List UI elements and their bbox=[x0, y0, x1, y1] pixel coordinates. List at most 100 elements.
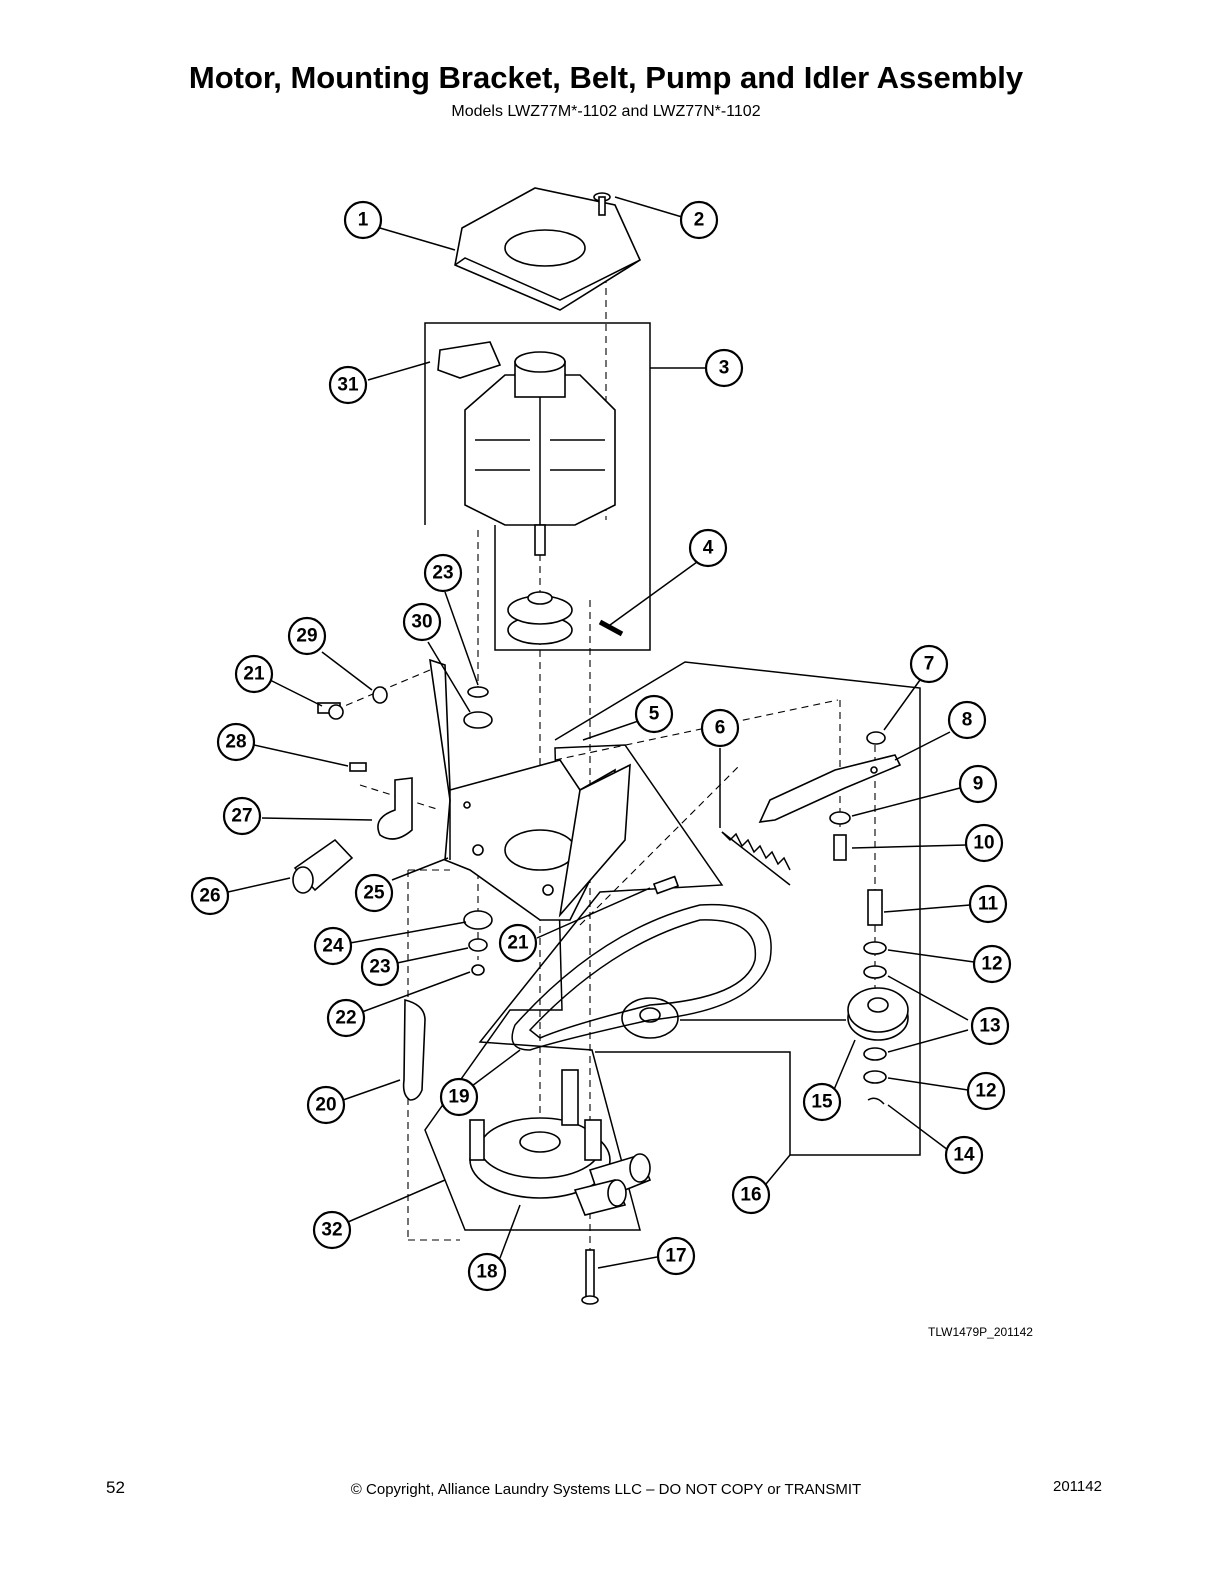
pump-assembly-bracket bbox=[424, 744, 724, 1231]
callout-14: 14 bbox=[944, 1135, 984, 1175]
callout-11: 11 bbox=[968, 884, 1008, 924]
idler-washer bbox=[829, 811, 851, 825]
left-bolt-and-washer bbox=[317, 686, 388, 720]
callout-32: 32 bbox=[312, 1210, 352, 1250]
motor bbox=[464, 351, 616, 556]
idler-nut bbox=[866, 731, 886, 745]
callout-4: 4 bbox=[688, 528, 728, 568]
idler-bolt bbox=[833, 834, 847, 861]
svg-text:9: 9 bbox=[973, 774, 984, 795]
callout-5: 5 bbox=[634, 694, 674, 734]
motor-connector bbox=[437, 341, 502, 379]
callout-23: 23 bbox=[423, 553, 463, 593]
callout-24: 24 bbox=[313, 926, 353, 966]
svg-text:21: 21 bbox=[507, 933, 529, 954]
idler-pulley bbox=[847, 987, 909, 1041]
pump-screw bbox=[581, 1249, 599, 1305]
svg-text:15: 15 bbox=[811, 1092, 833, 1113]
svg-text:17: 17 bbox=[665, 1246, 686, 1267]
shield-clip bbox=[402, 998, 426, 1101]
motor-assembly-bracket bbox=[494, 368, 651, 651]
svg-text:31: 31 bbox=[337, 375, 359, 396]
callout-12-lower: 12 bbox=[966, 1071, 1006, 1111]
svg-text:5: 5 bbox=[649, 704, 660, 725]
callout-18: 18 bbox=[467, 1252, 507, 1292]
svg-text:12: 12 bbox=[975, 1081, 996, 1102]
callout-3: 3 bbox=[704, 348, 744, 388]
upper-grommet-stack bbox=[463, 686, 493, 729]
svg-text:19: 19 bbox=[448, 1087, 469, 1108]
callout-29: 29 bbox=[287, 616, 327, 656]
page-number: 52 bbox=[106, 1478, 125, 1497]
svg-text:11: 11 bbox=[978, 894, 999, 915]
idler-assembly-bracket bbox=[554, 661, 921, 1156]
svg-text:22: 22 bbox=[335, 1008, 356, 1029]
callout-30: 30 bbox=[402, 602, 442, 642]
svg-text:1: 1 bbox=[358, 210, 369, 231]
svg-text:23: 23 bbox=[369, 957, 390, 978]
svg-text:2: 2 bbox=[694, 210, 705, 231]
callout-27: 27 bbox=[222, 796, 262, 836]
svg-text:16: 16 bbox=[740, 1185, 761, 1206]
callout-8: 8 bbox=[947, 700, 987, 740]
callout-19: 19 bbox=[439, 1077, 479, 1117]
group-brackets bbox=[424, 322, 921, 1231]
callout-10: 10 bbox=[964, 823, 1004, 863]
svg-text:20: 20 bbox=[315, 1095, 336, 1116]
svg-text:27: 27 bbox=[231, 806, 252, 827]
mounting-bracket bbox=[429, 658, 631, 921]
motor-pulley bbox=[507, 591, 573, 645]
callout-13: 13 bbox=[970, 1006, 1010, 1046]
screw bbox=[593, 192, 611, 216]
svg-text:7: 7 bbox=[924, 654, 935, 675]
callout-23-lower: 23 bbox=[360, 947, 400, 987]
callout-12: 12 bbox=[972, 944, 1012, 984]
callout-7: 7 bbox=[909, 644, 949, 684]
callout-21-lower: 21 bbox=[498, 923, 538, 963]
svg-text:13: 13 bbox=[979, 1016, 1000, 1037]
callout-17: 17 bbox=[656, 1236, 696, 1276]
idler-shaft bbox=[867, 889, 883, 926]
callout-20: 20 bbox=[306, 1085, 346, 1125]
drain-pump bbox=[469, 1069, 652, 1216]
svg-text:21: 21 bbox=[243, 664, 265, 685]
svg-text:14: 14 bbox=[953, 1145, 975, 1166]
idler-arm bbox=[758, 754, 902, 823]
drive-belt bbox=[511, 903, 772, 1051]
idler-spring bbox=[721, 831, 791, 886]
svg-text:18: 18 bbox=[476, 1262, 497, 1283]
svg-text:32: 32 bbox=[321, 1220, 342, 1241]
callout-22: 22 bbox=[326, 998, 366, 1038]
capacitor bbox=[292, 838, 354, 894]
svg-text:23: 23 bbox=[432, 563, 453, 584]
callout-21: 21 bbox=[234, 654, 274, 694]
svg-text:26: 26 bbox=[199, 886, 220, 907]
leader-lines bbox=[227, 196, 975, 1269]
page-title: Motor, Mounting Bracket, Belt, Pump and … bbox=[188, 60, 1024, 95]
svg-text:28: 28 bbox=[225, 732, 246, 753]
document-code: 201142 bbox=[1053, 1478, 1102, 1495]
key bbox=[598, 619, 624, 637]
callout-15: 15 bbox=[802, 1082, 842, 1122]
callout-31: 31 bbox=[328, 365, 368, 405]
svg-text:30: 30 bbox=[411, 612, 432, 633]
callout-28: 28 bbox=[216, 722, 256, 762]
callout-1: 1 bbox=[343, 200, 383, 240]
svg-text:3: 3 bbox=[719, 358, 730, 379]
svg-text:4: 4 bbox=[703, 538, 714, 559]
callout-26: 26 bbox=[190, 876, 230, 916]
lower-grommet-stack bbox=[463, 910, 493, 976]
right-bolt bbox=[652, 875, 680, 895]
svg-text:29: 29 bbox=[296, 626, 317, 647]
motor-cover bbox=[454, 187, 642, 311]
callout-2: 2 bbox=[679, 200, 719, 240]
callout-16: 16 bbox=[731, 1175, 771, 1215]
drawing-id: TLW1479P_201142 bbox=[928, 1325, 1033, 1339]
svg-text:12: 12 bbox=[981, 954, 1002, 975]
svg-text:25: 25 bbox=[363, 883, 385, 904]
capacitor-clamp bbox=[377, 777, 413, 840]
callout-6: 6 bbox=[700, 708, 740, 748]
svg-text:8: 8 bbox=[962, 710, 973, 731]
callout-25: 25 bbox=[354, 873, 394, 913]
